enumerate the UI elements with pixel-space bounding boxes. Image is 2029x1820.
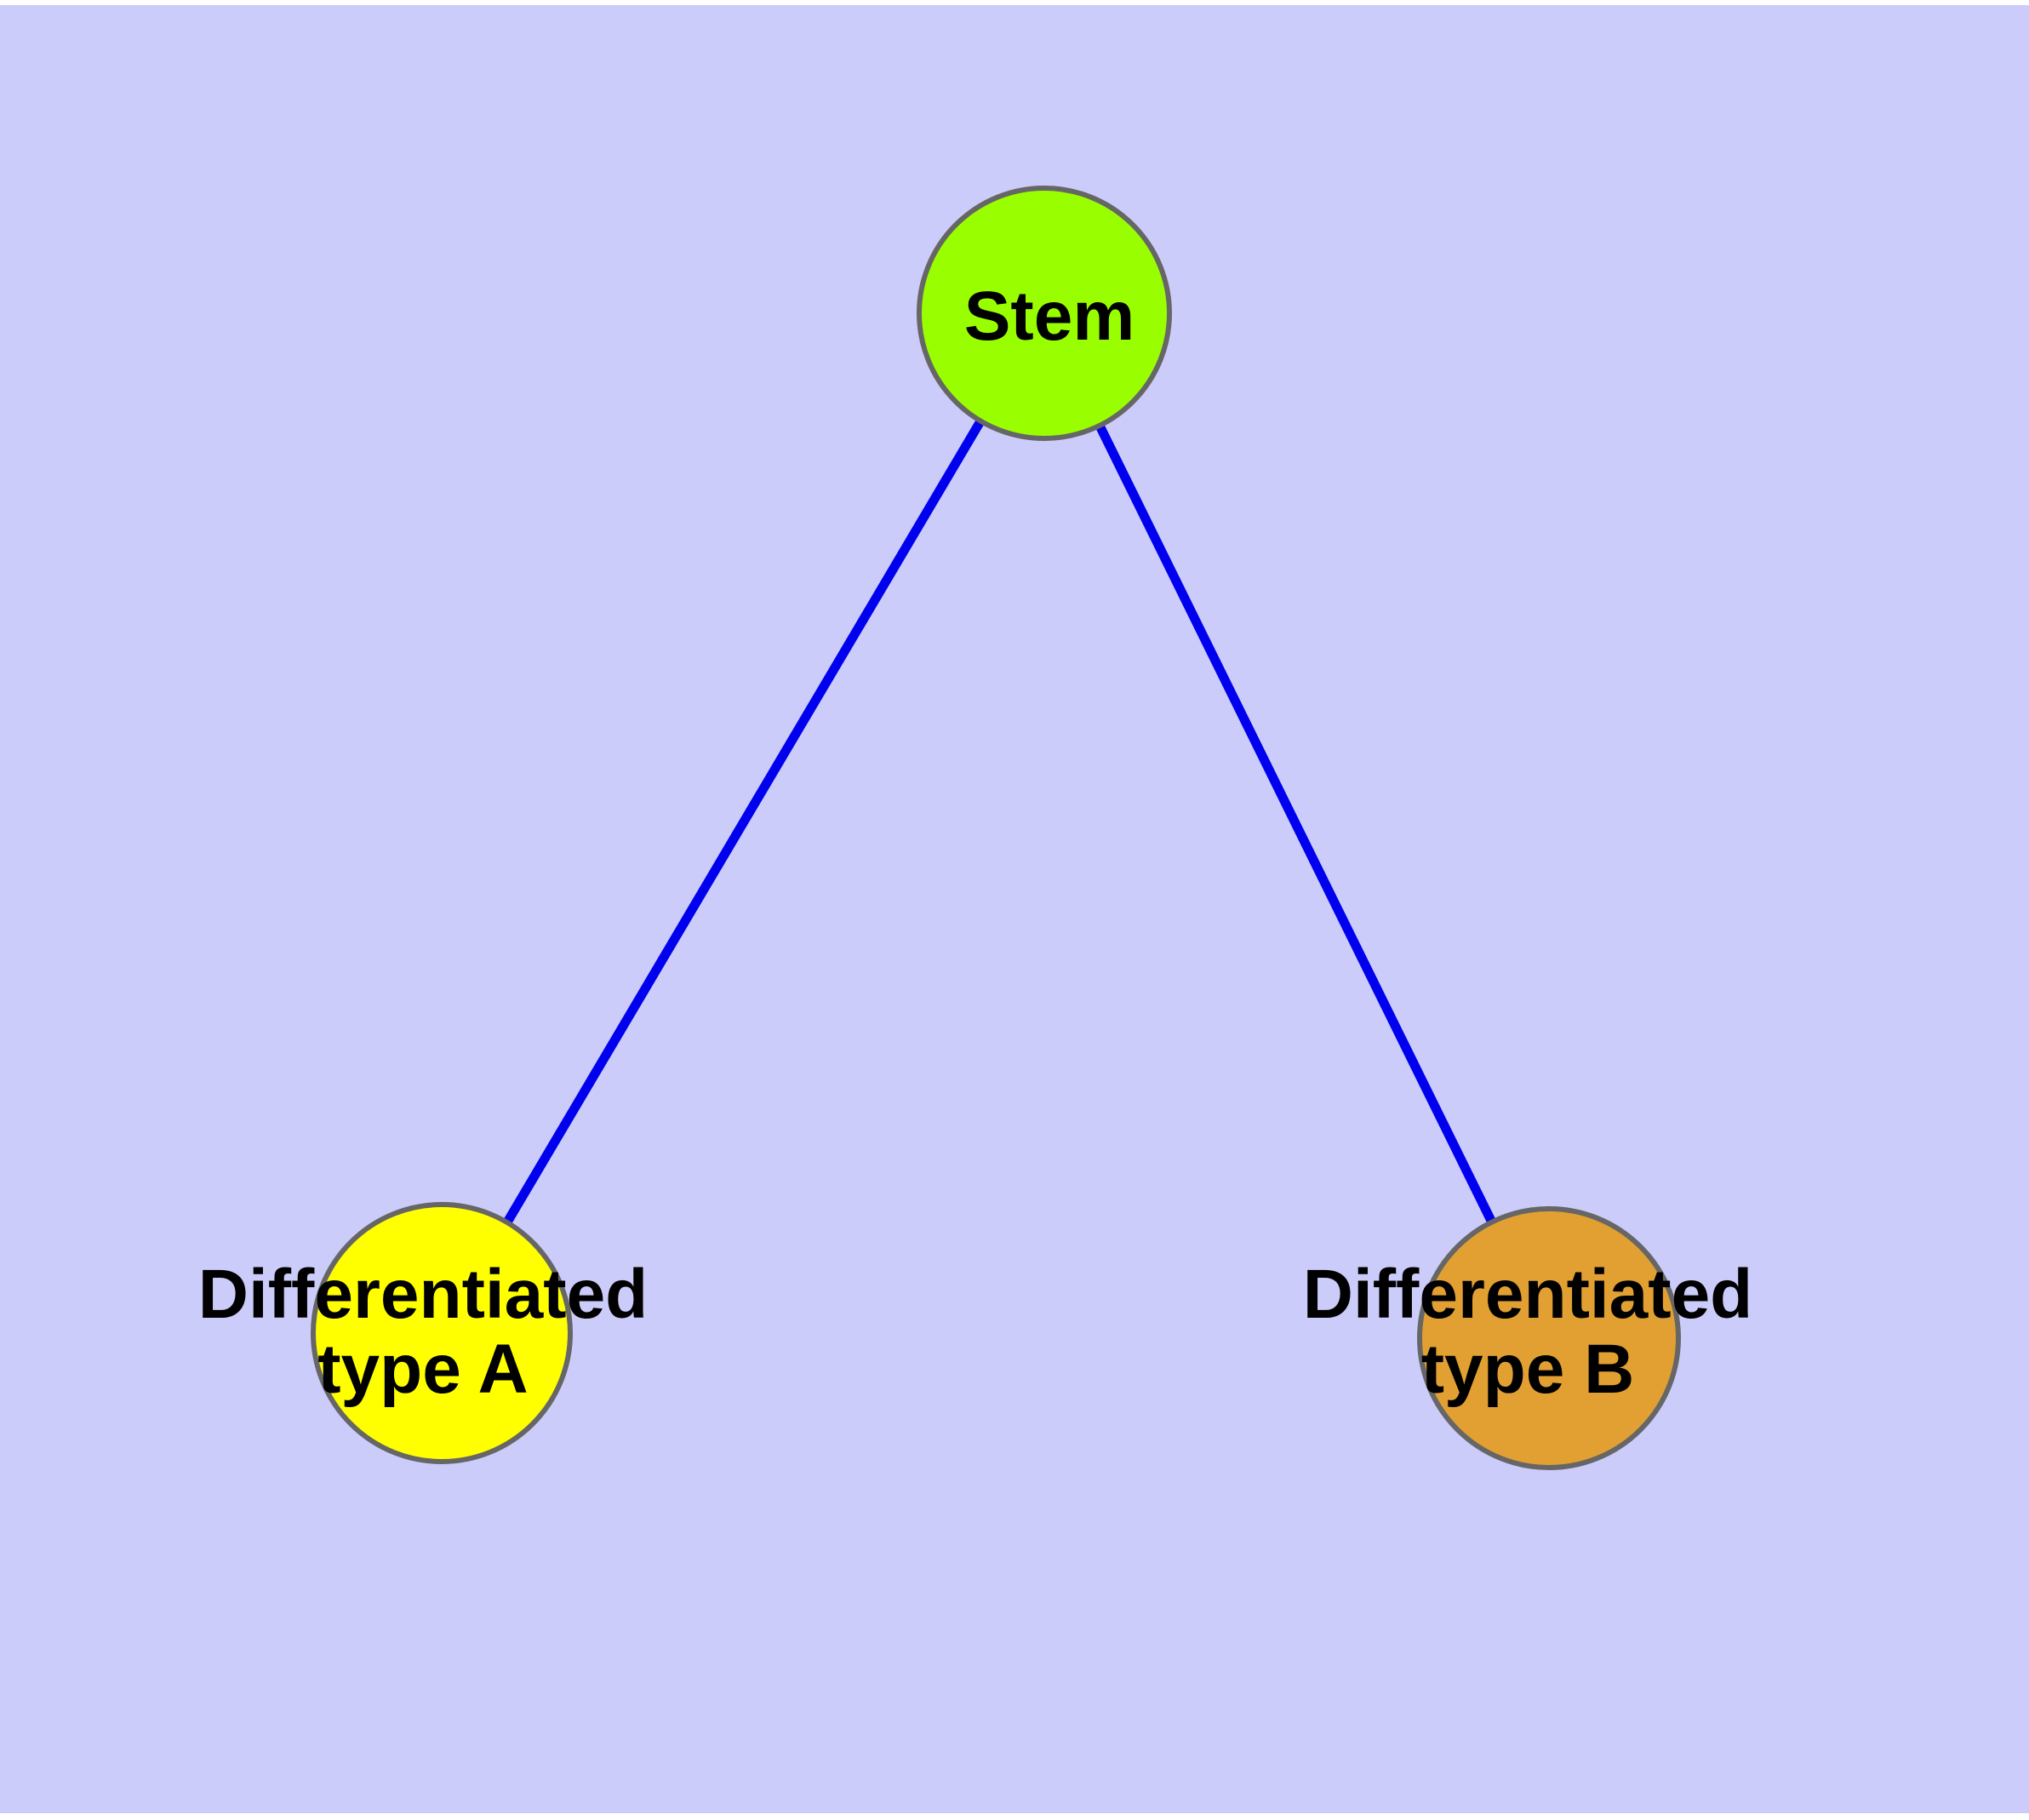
edge-stem-diff-b <box>1040 311 1553 1341</box>
edge-stem-diff-a <box>437 311 1049 1336</box>
node-circle-diff_a[interactable] <box>311 1202 573 1464</box>
edge-layer <box>437 311 1553 1341</box>
node-circle-diff_b[interactable] <box>1417 1206 1681 1470</box>
node-layer <box>311 186 1681 1470</box>
node-circle-stem[interactable] <box>917 186 1172 441</box>
